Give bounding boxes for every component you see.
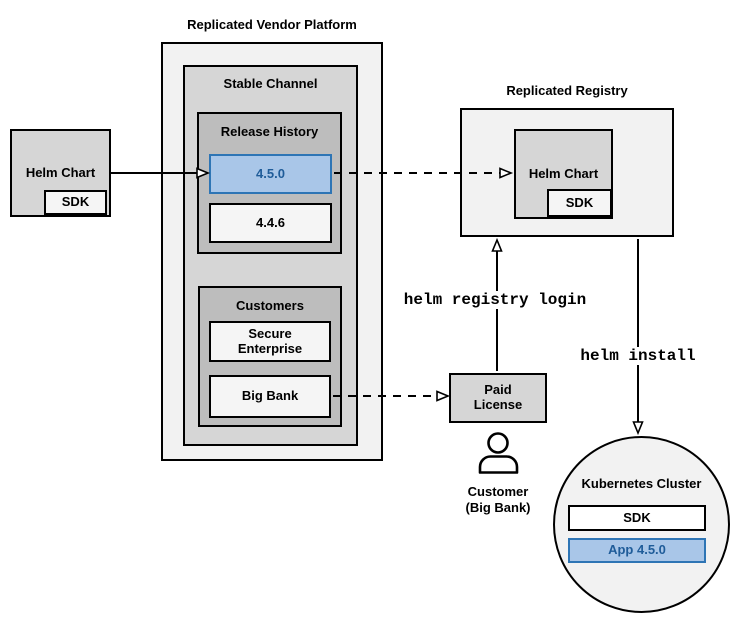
cluster-app-label: App 4.5.0: [608, 542, 666, 558]
version-label-450: 4.5.0: [256, 165, 285, 181]
paid-license-label: Paid License: [473, 382, 523, 412]
version-label-446: 4.4.6: [256, 214, 285, 230]
helm-registry-login-label: helm registry login: [395, 291, 595, 309]
registry-helm-chart-box: Helm Chart SDK: [514, 129, 613, 219]
registry-helm-chart-label: Helm Chart: [528, 165, 599, 181]
helm-install-label: helm install: [558, 347, 718, 365]
registry-sdk-label: SDK: [565, 194, 594, 210]
registry-title: Replicated Registry: [506, 83, 628, 98]
user-icon: [478, 432, 519, 474]
version-box-450: 4.5.0: [209, 154, 332, 194]
arrow-registry-to-cluster: [632, 239, 644, 436]
cluster-sdk-label: SDK: [623, 509, 651, 525]
customer-label-secure-enterprise: Secure Enterprise: [237, 325, 303, 356]
customer-caption-line2: (Big Bank): [465, 499, 531, 515]
paid-license-box: Paid License: [449, 373, 547, 423]
customer-box-big-bank: Big Bank: [209, 375, 331, 418]
stable-channel-label: Stable Channel: [223, 76, 318, 91]
vendor-helm-chart-label: Helm Chart: [25, 164, 96, 180]
customer-caption-line1: Customer: [467, 484, 529, 499]
version-box-446: 4.4.6: [209, 203, 332, 243]
vendor-sdk-box: SDK: [44, 190, 107, 215]
vendor-helm-chart-box: Helm Chart SDK: [10, 129, 111, 217]
registry-sdk-box: SDK: [547, 189, 612, 217]
release-history-label: Release History: [220, 124, 319, 139]
customers-label: Customers: [236, 298, 304, 313]
customer-box-secure-enterprise: Secure Enterprise: [209, 321, 331, 362]
cluster-sdk-box: SDK: [568, 505, 706, 531]
cluster-app-box: App 4.5.0: [568, 538, 706, 563]
customer-label-big-bank: Big Bank: [241, 388, 299, 404]
platform-title: Replicated Vendor Platform: [187, 17, 357, 32]
vendor-sdk-label: SDK: [61, 194, 90, 210]
kubernetes-cluster-title: Kubernetes Cluster: [581, 476, 702, 491]
customer-caption: Customer (Big Bank): [438, 484, 558, 515]
